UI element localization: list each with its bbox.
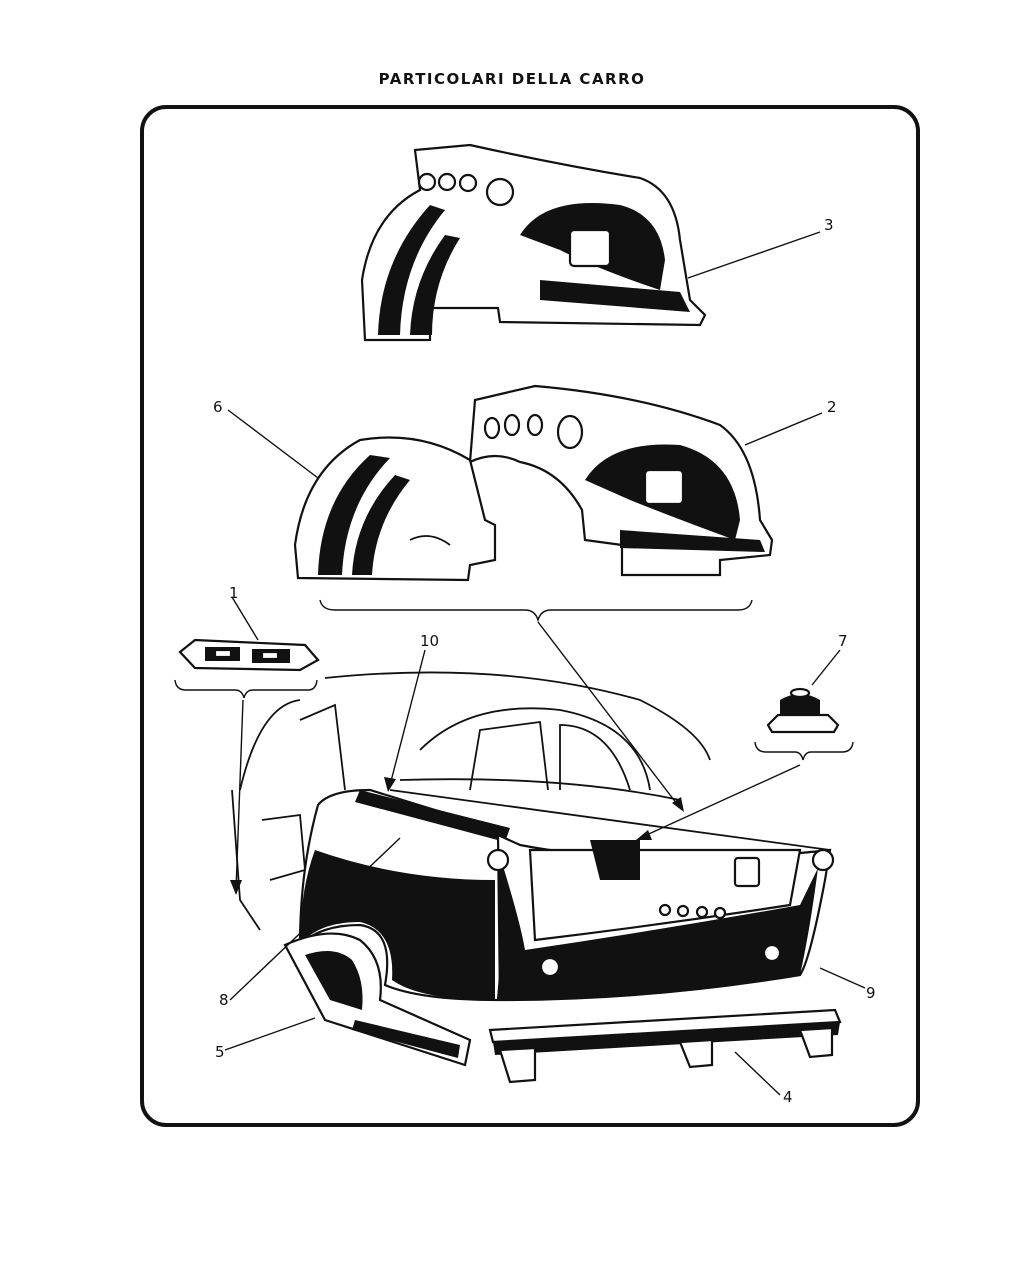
brace-parts-6-2 <box>319 599 753 623</box>
callout-6: 6 <box>213 398 223 416</box>
part-7-rubber-mount <box>766 687 840 734</box>
part-6-wheel-arch <box>293 436 497 582</box>
callout-8: 8 <box>219 991 229 1009</box>
part-3-wheel-arch-assembly <box>360 143 707 342</box>
leader-lines <box>224 231 866 1096</box>
car-rear-body <box>231 671 835 1002</box>
callout-9: 9 <box>866 984 876 1002</box>
page-title: PARTICOLARI DELLA CARRO <box>378 70 646 88</box>
callout-10: 10 <box>420 632 439 650</box>
part-1-floor-plate <box>178 638 320 672</box>
part-5-sill <box>283 932 472 1067</box>
brace-part-1 <box>174 679 318 699</box>
part-4-crossmember <box>488 1008 842 1084</box>
diagram-frame <box>140 105 920 1127</box>
callout-4: 4 <box>783 1088 793 1106</box>
callout-3: 3 <box>824 216 834 234</box>
part-2-inner-panel <box>468 384 774 577</box>
callout-2: 2 <box>827 398 837 416</box>
callout-7: 7 <box>838 632 848 650</box>
brace-part-7 <box>754 741 854 761</box>
callout-5: 5 <box>215 1043 225 1061</box>
callout-1: 1 <box>229 584 239 602</box>
